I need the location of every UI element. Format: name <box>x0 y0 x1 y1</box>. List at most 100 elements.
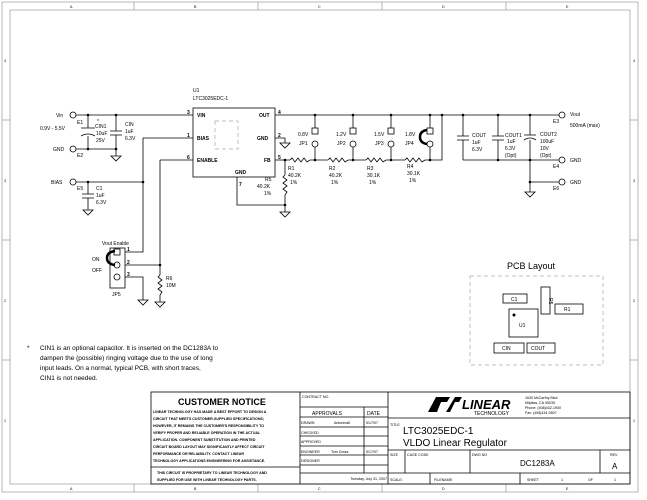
cout1-ref: COUT1 <box>505 133 522 139</box>
pin-number: 3 <box>127 272 130 278</box>
jp2-ref: JP2 <box>337 141 346 147</box>
e5-label: E5 <box>77 186 83 192</box>
capacitor-symbols <box>80 127 537 199</box>
jp1-ref: JP1 <box>299 141 308 147</box>
pcb-u1: U1 <box>519 323 526 329</box>
jp3-ref: JP3 <box>375 141 384 147</box>
r2-tol: 1% <box>331 180 339 186</box>
column-label: E <box>566 5 569 9</box>
resistor-labels: R1 40.2K 1% R2 40.2K 1% R3 30.1K 1% R4 3… <box>166 164 421 289</box>
address-line: Fax: (408)434-0507 <box>525 411 557 415</box>
c1-ref: C1 <box>96 186 103 192</box>
address-line: 1630 McCarthy Blvd. <box>525 396 558 400</box>
pcb-title: PCB Layout <box>507 261 556 271</box>
notice-line: APPLICATION. COMPONENT SUBSTITUTION AND … <box>153 438 256 442</box>
cout1-note: (Opt) <box>505 153 517 159</box>
sheet-label: SHEET <box>527 478 540 482</box>
jp4-ref: JP4 <box>405 141 414 147</box>
cage-code-label: CAGE CODE <box>407 453 429 457</box>
proprietary-line: SUPPLIED FOR USE WITH LINEAR TECHNOLOGY … <box>157 478 257 482</box>
row-label: 2 <box>633 299 635 303</box>
proprietary-line: THIS CIRCUIT IS PROPRIETARY TO LINEAR TE… <box>157 471 267 475</box>
u1-ref: U1 <box>193 88 200 94</box>
cout1-value: 1uF <box>507 139 516 145</box>
vout-label: Vout <box>570 112 581 118</box>
notice-line: VERIFY PROPER AND RELIABLE OPERATION IN … <box>153 431 261 435</box>
e2-label: E2 <box>77 153 83 159</box>
bias-label: BIAS <box>51 180 63 186</box>
title-line1: LTC3025EDC-1 <box>403 426 474 437</box>
pin-number: 2 <box>278 133 281 139</box>
size-label: SIZE <box>390 453 399 457</box>
cin-value: 1uF <box>125 129 134 135</box>
note-line: CIN1 is an optional capacitor. It is ins… <box>40 345 219 352</box>
cout-ref: COUT <box>472 133 486 139</box>
jp3-voltage: 1.5V <box>374 132 385 138</box>
cin1-note: * CIN1 is an optional capacitor. It is i… <box>27 345 219 382</box>
jumpers: 0.8V JP1 1.2V JP2 1.5V JP3 1.8V JP4 Vout… <box>92 127 434 298</box>
row-label: 1 <box>4 419 6 423</box>
jp4-voltage: 1.8V <box>405 132 416 138</box>
address-line: Milpitas, CA 95035 <box>525 401 555 405</box>
terminals: Vin E1 0.9V - 5.5V GND E2 BIAS E5 Vout E… <box>40 111 600 192</box>
cin1-voltage: 25V <box>96 138 106 144</box>
approval-role: APPROVED <box>301 440 321 444</box>
cout-voltage: 6.3V <box>472 147 483 153</box>
row-label: 2 <box>4 299 6 303</box>
notice-line: HOWEVER, IT REMAINS THE CUSTOMER'S RESPO… <box>153 424 264 428</box>
approval-date: 5/17/07 <box>366 421 378 425</box>
linear-technology-logo: LINEAR TECHNOLOGY <box>428 397 511 417</box>
e3-label: E3 <box>553 119 559 125</box>
jp5-shunt <box>105 249 116 267</box>
row-label: 1 <box>633 419 635 423</box>
pin-vin: VIN <box>197 113 206 119</box>
gnd-label: GND <box>570 180 582 186</box>
pcb-cout: COUT <box>531 346 545 352</box>
pin-gnd: GND <box>257 136 269 142</box>
r5-tol: 1% <box>264 191 272 197</box>
r6-value: 10M <box>166 283 176 289</box>
r3-tol: 1% <box>369 180 377 186</box>
row-label: 3 <box>4 179 6 183</box>
print-date: Tuesday, July 31, 2007 <box>350 477 387 481</box>
date-header: DATE <box>367 411 381 417</box>
approvals-header: APPROVALS <box>312 411 343 417</box>
resistor-symbols <box>157 157 426 296</box>
r5-ref: R5 <box>265 177 272 183</box>
vin-label: Vin <box>56 113 63 119</box>
sheet-number: 1 <box>561 478 563 482</box>
cout-value: 1uF <box>472 140 481 146</box>
pin-out: OUT <box>259 113 270 119</box>
logo-wordmark: LINEAR <box>462 397 511 412</box>
r1-ref: R1 <box>288 166 295 172</box>
customer-notice-title: CUSTOMER NOTICE <box>178 397 266 407</box>
title-label: TITLE <box>390 423 400 427</box>
cout2-voltage: 10V <box>540 146 550 152</box>
pin-number: 4 <box>278 110 281 116</box>
column-label: E <box>566 487 569 491</box>
pin-number: 3 <box>187 110 190 116</box>
r1-tol: 1% <box>290 180 298 186</box>
filename-label: FILENAME: <box>434 478 453 482</box>
cout2-value: 100uF <box>540 139 554 145</box>
jp5-ref: JP5 <box>112 292 121 298</box>
approval-role: ENGINEER <box>301 450 320 454</box>
cin-ref: CIN <box>125 122 134 128</box>
capacitor-labels: * CIN1 10uF 25V CIN 1uF 6.3V C1 1uF 6.3V… <box>95 119 557 206</box>
approval-name: Tom Gross <box>331 450 349 454</box>
approval-role: CHECKED <box>301 431 319 435</box>
r3-value: 30.1K <box>367 173 381 179</box>
note-line: CIN1 is not needed. <box>40 375 98 382</box>
c1-value: 1uF <box>96 193 105 199</box>
jp2-voltage: 1.2V <box>336 132 347 138</box>
pcb-c1: C1 <box>511 297 518 303</box>
row-label: 4 <box>633 59 635 63</box>
of-label: OF <box>588 478 594 482</box>
r5-value: 40.2K <box>257 184 271 190</box>
jp5-title: Vout Enable <box>102 241 129 247</box>
r6-ref: R6 <box>166 276 173 282</box>
u1-part: LTC3025EDC-1 <box>193 96 228 102</box>
pin-number: 2 <box>127 260 130 266</box>
u1-ic: U1 LTC3025EDC-1 VIN BIAS ENABLE OUT GND … <box>187 88 281 188</box>
cout2-note: (Opt) <box>540 153 552 159</box>
